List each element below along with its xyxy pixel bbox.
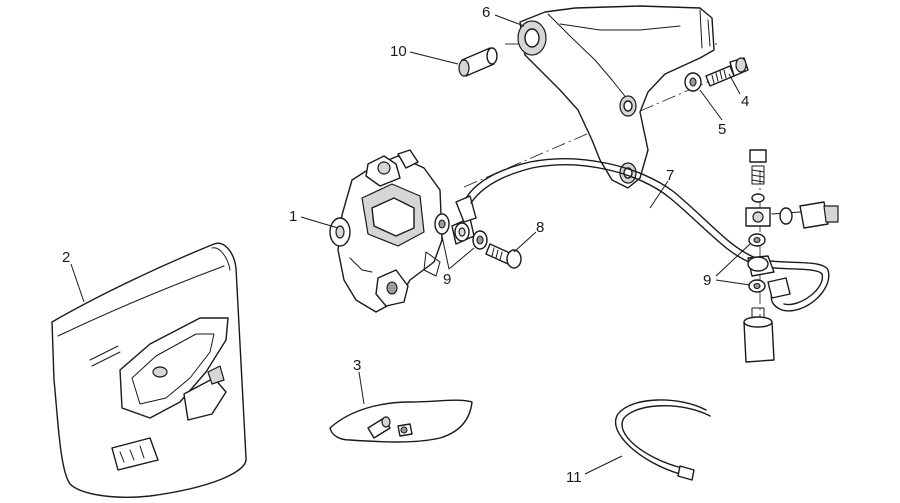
caliper-bracket: [517, 5, 715, 189]
callout-2: 2: [62, 249, 70, 266]
callout-6: 6: [482, 4, 490, 21]
callout-5: 5: [718, 121, 726, 138]
callout-9-right: 9: [703, 272, 711, 289]
banjo-fitting-left: [434, 195, 488, 250]
callout-9-left: 9: [443, 271, 451, 288]
leader-lines: [70, 14, 751, 475]
callout-1: 1: [289, 208, 297, 225]
callout-8: 8: [536, 219, 544, 236]
callout-7: 7: [666, 167, 674, 184]
small-parts-bag: [329, 399, 473, 443]
callout-labels: 1 2 3 4 5 6 7 8 9 9 10 11: [62, 4, 749, 486]
bushing: [458, 47, 498, 77]
brake-pad-kit: [51, 242, 247, 498]
bolt: [705, 57, 749, 87]
callout-3: 3: [353, 357, 361, 374]
callout-11: 11: [566, 469, 582, 486]
banjo-bolt: [485, 243, 522, 269]
banjo-fitting-right: [747, 233, 791, 299]
callout-4: 4: [741, 93, 749, 110]
cable-tie: [615, 399, 711, 481]
brake-hose: [465, 158, 830, 312]
brake-caliper: [329, 149, 443, 313]
washer: [684, 72, 702, 92]
brake-switch-assembly: [743, 149, 839, 363]
callout-10: 10: [390, 43, 407, 60]
